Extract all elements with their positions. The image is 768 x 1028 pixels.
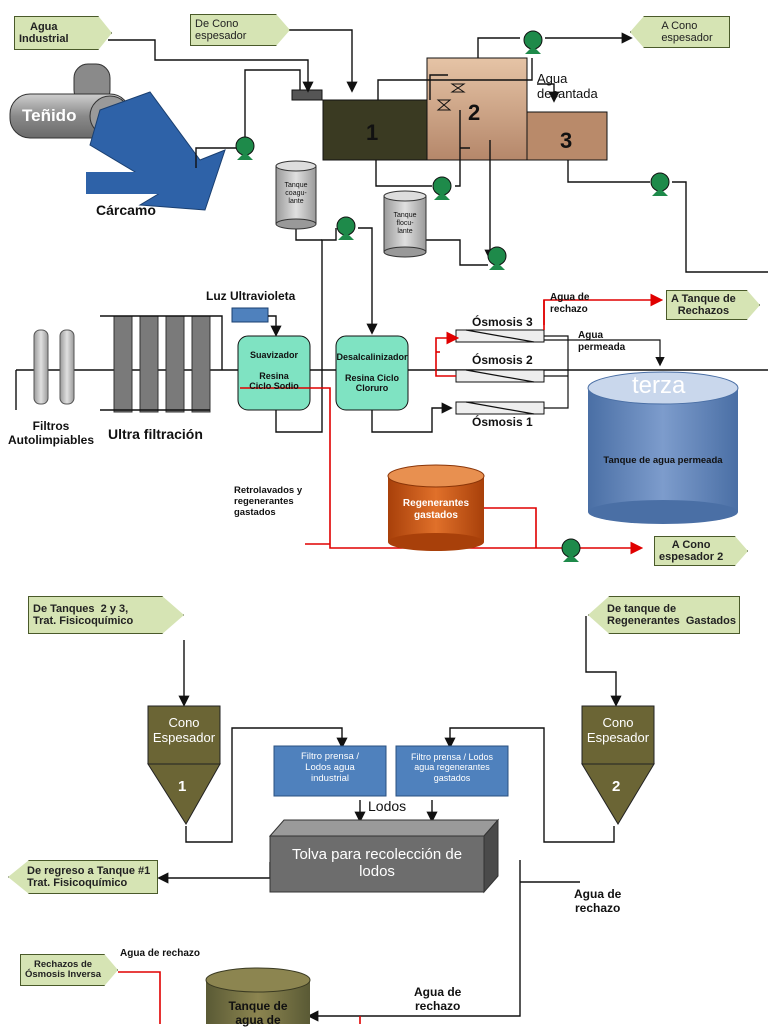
label-tanque-permeada: Tanque de agua permeada	[603, 455, 723, 466]
label-tanque-floculante: Tanque flocu- lante	[393, 212, 417, 236]
filtros-autolimpiables	[33, 329, 75, 405]
filtro-prensa-1	[273, 745, 387, 797]
pump-icon	[561, 538, 581, 562]
label-cono-1: Cono Espesador	[152, 715, 216, 745]
inlet-box	[291, 89, 323, 101]
cono-espesador-2	[581, 705, 655, 825]
pipes-top	[108, 29, 768, 433]
label-tolva: Tolva para recolección de lodos	[291, 846, 463, 881]
label-agua-decantada: Agua decantada	[537, 71, 598, 101]
pump-icon	[523, 30, 543, 54]
ultra-filtracion-modules	[113, 315, 211, 413]
tag-agua-industrial: Agua Industrial	[14, 16, 112, 50]
terza-logo: terza	[632, 372, 686, 399]
tank-3	[526, 111, 608, 161]
uv-lamp	[231, 307, 269, 323]
label-osmosis-2: Ósmosis 2	[472, 353, 533, 367]
carcamo-base	[86, 172, 196, 194]
label-filtro-prensa-2: Filtro prensa / Lodos agua regenerantes …	[410, 752, 494, 783]
label-regenerantes: Regenerantes gastados	[402, 498, 470, 521]
label-osmosis-3: Ósmosis 3	[472, 315, 533, 329]
label-cono-2-num: 2	[612, 778, 621, 795]
label-agua-rechazo-bottom: Agua de rechazo	[414, 985, 462, 1013]
tanque-agua-rechazo	[205, 967, 311, 1024]
label-filtros: Filtros Autolimpiables	[8, 419, 95, 447]
label-carcamo: Cárcamo	[96, 202, 156, 218]
label-agua-rechazo-right: Agua de rechazo	[574, 887, 622, 915]
label-tanque-coagulante: Tanque coagu- lante	[284, 182, 308, 206]
pump-icon	[336, 216, 356, 240]
osmosis-modules	[455, 329, 545, 415]
label-tank-3: 3	[560, 128, 573, 153]
tanque-floculante	[383, 190, 427, 258]
tag-rechazos-osmosis: Rechazos de Ósmosis Inversa	[20, 954, 118, 986]
label-tank-2: 2	[468, 100, 481, 125]
label-osmosis-1: Ósmosis 1	[472, 415, 533, 429]
reject-lines	[240, 293, 664, 555]
label-suavizador: Suavizador Resina Ciclo Sodio	[249, 350, 299, 392]
regenerantes-tank	[387, 464, 485, 551]
tolva-lodos	[268, 818, 500, 894]
pump-icon	[432, 176, 452, 200]
tag-de-tanques-2y3: De Tanques 2 y 3, Trat. Fisicoquímico	[28, 596, 184, 634]
label-tanque-agua-de: Tanque de agua de	[228, 999, 288, 1027]
tank-1	[322, 99, 428, 161]
filtro-prensa-2	[395, 745, 509, 797]
cono-espesador-1	[147, 705, 221, 825]
label-desalcalinizador: Desalcalinizador Resina Ciclo Cloruro	[336, 352, 408, 394]
pipes-bottom	[157, 616, 622, 1022]
label-cono-2: Cono Espesador	[586, 715, 650, 745]
tanque-coagulante	[275, 160, 317, 230]
label-cono-1-num: 1	[178, 778, 187, 795]
label-luz-uv: Luz Ultravioleta	[206, 289, 296, 303]
label-agua-permeada: Agua permeada	[578, 330, 626, 353]
label-agua-rechazo-left: Agua de rechazo	[120, 948, 201, 959]
tag-de-cono-espesador: De Cono espesador	[190, 14, 290, 46]
permeate-tank	[587, 371, 739, 524]
label-tank-1: 1	[366, 120, 379, 145]
tag-de-tanque-regenerantes: De tanque de Regenerantes Gastados	[588, 596, 740, 634]
tag-a-cono-espesador: A Cono espesador	[630, 16, 730, 48]
label-filtro-prensa-1: Filtro prensa / Lodos agua industrial	[300, 751, 360, 784]
tag-de-regreso-tanque1: De regreso a Tanque #1 Trat. Fisicoquími…	[8, 860, 158, 894]
label-retrolavados: Retrolavados y regenerantes gastados	[234, 485, 303, 518]
label-ultra: Ultra filtración	[108, 426, 203, 442]
label-tenido: Teñido	[22, 106, 77, 125]
label-lodos: Lodos	[368, 798, 407, 814]
pump-icon	[650, 172, 670, 196]
valve-icon	[436, 83, 466, 111]
tag-a-tanque-rechazos: A Tanque de Rechazos	[666, 290, 760, 320]
label-agua-rechazo-top: Agua de rechazo	[550, 292, 590, 315]
pump-icon	[487, 246, 507, 270]
tag-a-cono-espesador-2: A Cono espesador 2	[654, 536, 748, 566]
pump-icon	[235, 136, 255, 160]
suavizador-tank	[237, 335, 311, 411]
